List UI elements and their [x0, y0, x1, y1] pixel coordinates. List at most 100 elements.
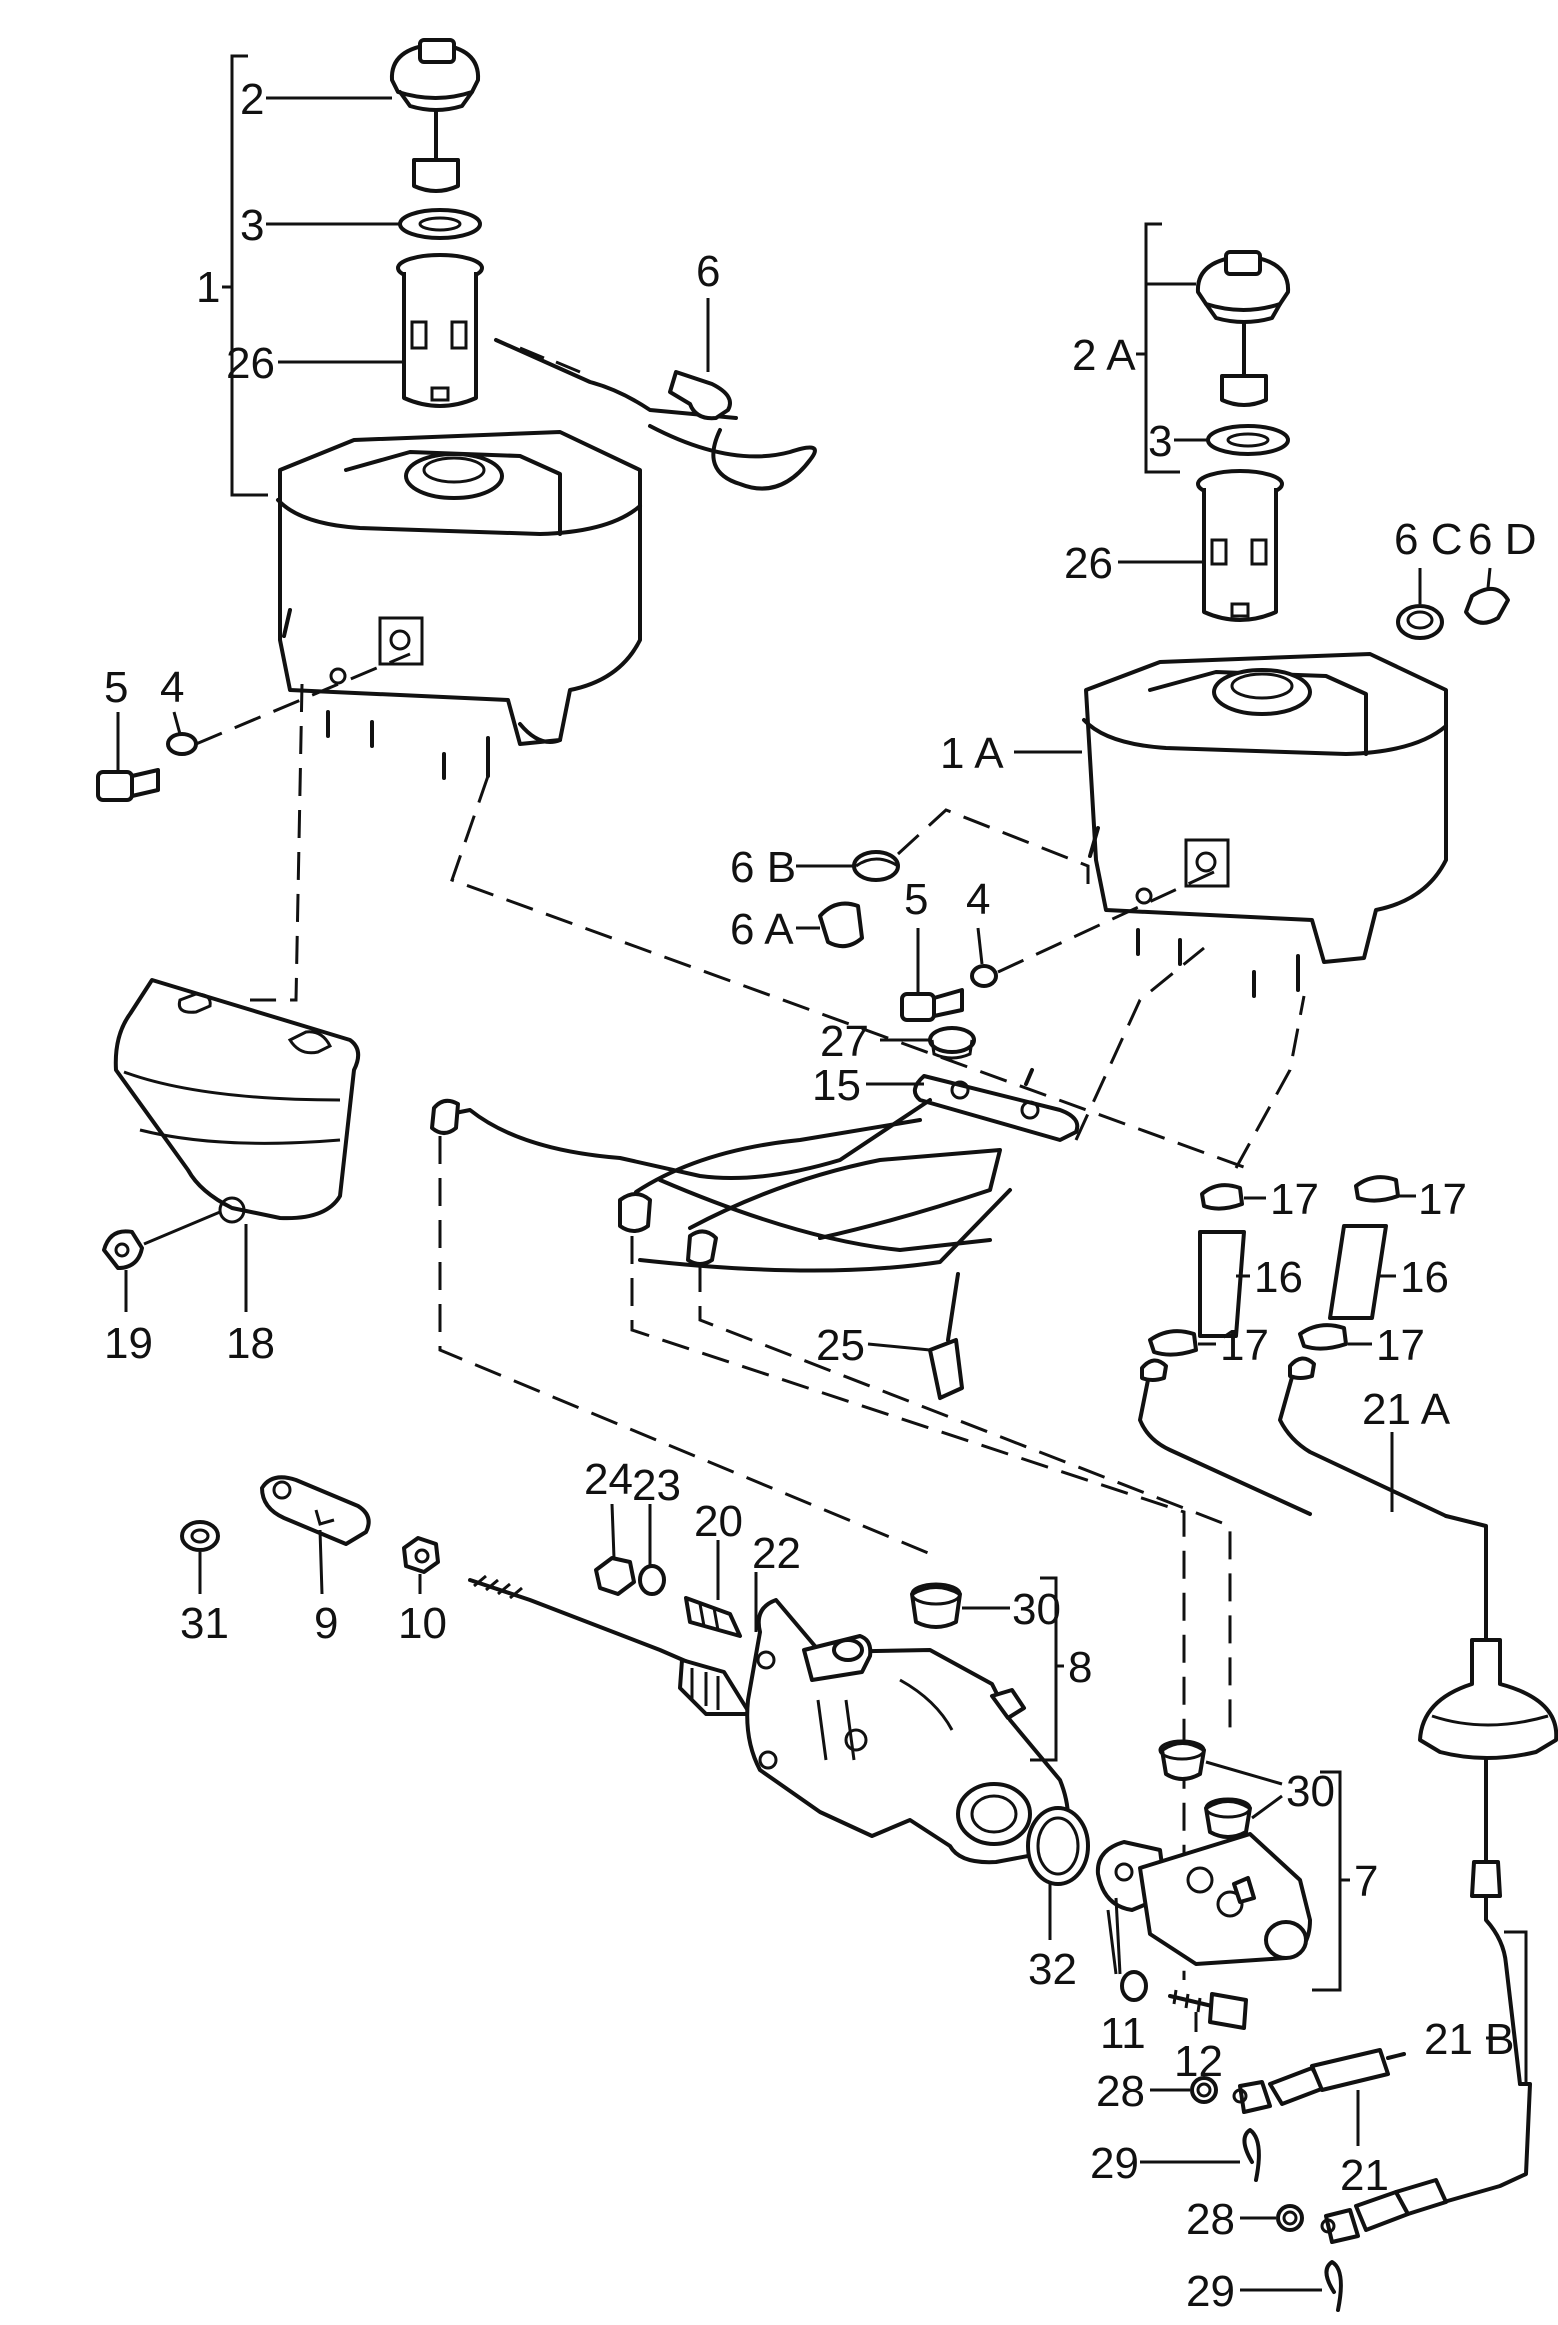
callout-17-c: 17: [1220, 1321, 1269, 1370]
cap-2A: [1195, 250, 1291, 407]
washer-23: [638, 1564, 666, 1596]
callout-10: 10: [398, 1599, 447, 1648]
callout-25: 25: [816, 1321, 865, 1370]
distributor-block-15: [430, 1068, 1080, 1273]
callout-6D: 6 D: [1468, 515, 1536, 564]
callout-1: 1: [196, 263, 220, 312]
callout-23: 23: [632, 1461, 681, 1510]
callout-16-b: 16: [1400, 1253, 1449, 1302]
callout-5-left: 5: [104, 663, 128, 712]
callout-28-upper: 28: [1096, 2067, 1145, 2116]
callout-27: 27: [820, 1017, 869, 1066]
callout-32: 32: [1028, 1945, 1077, 1994]
callout-11: 11: [1100, 2009, 1146, 2058]
callout-16-a: 16: [1254, 1253, 1303, 1302]
group-1-bracket: [230, 54, 268, 497]
callout-29-lower: 29: [1186, 2267, 1235, 2316]
o-ring-32: [1026, 1806, 1090, 1886]
callout-1A: 1 A: [940, 729, 1004, 778]
bushing-31: [180, 1520, 220, 1552]
seal-28-upper: [1190, 2076, 1218, 2104]
clamp-6B: [852, 850, 900, 882]
grommet-30-lower-b: [1204, 1797, 1252, 1839]
plug-6D: [1464, 587, 1510, 625]
group-8-bracket: [1030, 1576, 1058, 1762]
bolt-5-left: [96, 768, 160, 802]
callout-31: 31: [180, 1599, 229, 1648]
callout-21A: 21 A: [1362, 1385, 1451, 1434]
bolt-5-right: [900, 988, 964, 1022]
callout-7: 7: [1354, 1857, 1378, 1906]
callout-3-left: 3: [240, 201, 264, 250]
callout-6C: 6 C: [1394, 515, 1462, 564]
callout-2A: 2 A: [1072, 331, 1136, 380]
callout-21B: 21 B: [1424, 2015, 1515, 2064]
hose-6: [494, 338, 817, 491]
cap-2: [389, 38, 481, 193]
callout-26-left: 26: [226, 339, 275, 388]
flange-nut-19: [102, 1229, 144, 1270]
callout-3-right: 3: [1148, 417, 1172, 466]
callout-30-lower: 30: [1286, 1767, 1335, 1816]
hose-16-right: [1298, 1175, 1400, 1351]
washer-4-right: [970, 964, 998, 988]
bolt-12: [1168, 1989, 1248, 2030]
retaining-clip-29-lower: [1324, 2260, 1343, 2312]
group-21B-bracket: [1504, 1930, 1528, 2084]
sleeve-6A: [818, 901, 864, 949]
callout-12: 12: [1174, 2037, 1223, 2086]
reservoir-tank-1: [276, 430, 642, 780]
seal-ring-3: [398, 208, 482, 240]
callout-20: 20: [694, 1497, 743, 1546]
strainer-26: [396, 253, 484, 408]
callout-2: 2: [240, 75, 264, 124]
brake-line-21B-boot: [1418, 1638, 1558, 2208]
washer-4-left: [166, 732, 198, 756]
callout-24: 24: [584, 1455, 633, 1504]
callout-6A: 6 A: [730, 905, 794, 954]
mounting-bracket-18: [113, 978, 361, 1224]
right-reservoir-assembly: [796, 222, 1510, 1022]
callout-4-right: 4: [966, 875, 990, 924]
callout-4-left: 4: [160, 663, 184, 712]
callout-6B: 6 B: [730, 843, 796, 892]
reservoir-tank-1A: [1082, 652, 1448, 998]
push-rod: [468, 1574, 752, 1716]
sleeve-6C: [1396, 604, 1444, 640]
nut-24: [594, 1556, 636, 1596]
callout-17-a: 17: [1270, 1175, 1319, 1224]
callout-8: 8: [1068, 1643, 1092, 1692]
hose-16-left: [1148, 1183, 1246, 1357]
callout-26-right: 26: [1064, 539, 1113, 588]
clevis-9: [260, 1475, 371, 1546]
brake-line-21: [1232, 2048, 1406, 2114]
seal-ring-3-right: [1206, 424, 1290, 456]
callout-9: 9: [314, 1599, 338, 1648]
grommet-27: [928, 1026, 976, 1054]
callout-19: 19: [104, 1319, 153, 1368]
callout-15: 15: [812, 1061, 861, 1110]
grommet-30-lower-a: [1158, 1739, 1206, 1781]
hex-nut-10: [402, 1536, 440, 1574]
callout-18: 18: [226, 1319, 275, 1368]
callout-22: 22: [752, 1529, 801, 1578]
callout-29-upper: 29: [1090, 2139, 1139, 2188]
retaining-clip-29-upper: [1242, 2128, 1261, 2182]
callout-6: 6: [696, 247, 720, 296]
callout-28-lower: 28: [1186, 2195, 1235, 2244]
strainer-26-right: [1196, 469, 1284, 622]
callout-17-d: 17: [1376, 1321, 1425, 1370]
callout-5-right: 5: [904, 875, 928, 924]
group-2A-bracket: [1144, 222, 1180, 474]
washer-11: [1120, 1970, 1148, 2002]
stud-20: [684, 1596, 742, 1638]
left-reservoir-assembly: [96, 38, 817, 802]
grommet-30-upper: [910, 1582, 962, 1629]
bleed-valve-25: [928, 1272, 964, 1400]
brake-line-21B-fitting: [1320, 2178, 1448, 2244]
brake-line-21A: [1138, 1356, 1488, 1642]
callout-17-b: 17: [1418, 1175, 1467, 1224]
seal-28-lower: [1276, 2204, 1304, 2232]
callout-21: 21: [1340, 2151, 1389, 2200]
